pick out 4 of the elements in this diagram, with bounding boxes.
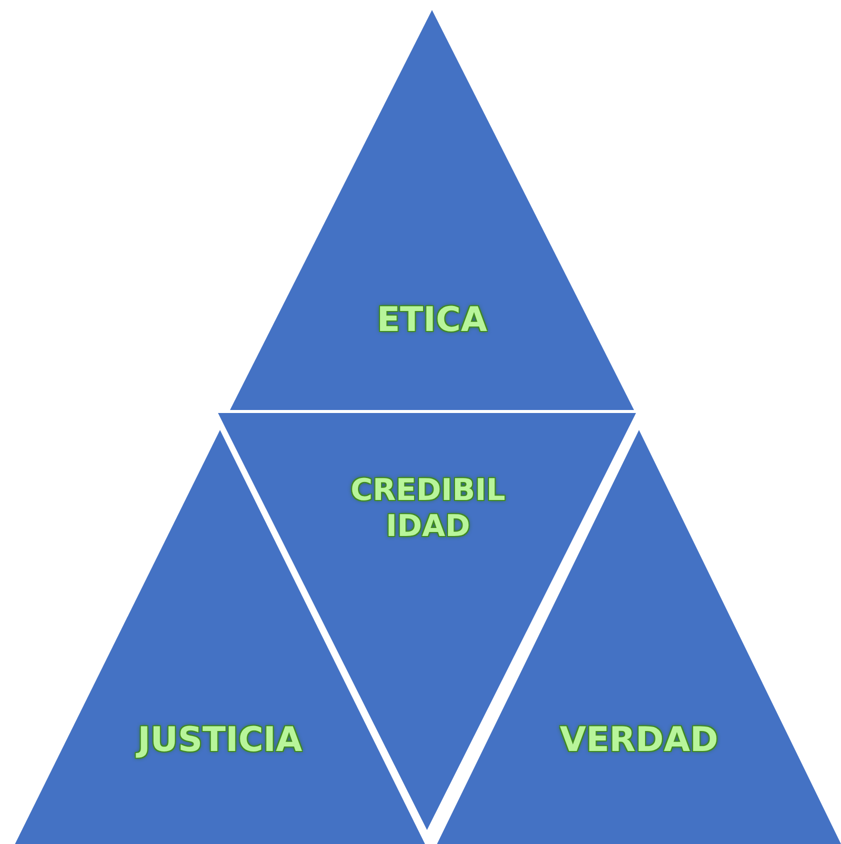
triangle-label: JUSTICIA (134, 720, 304, 761)
triangle-label: ETICA (376, 300, 488, 341)
triangle-label: VERDAD (558, 720, 720, 761)
triangle-label: CREDIBIL IDAD (350, 473, 506, 545)
